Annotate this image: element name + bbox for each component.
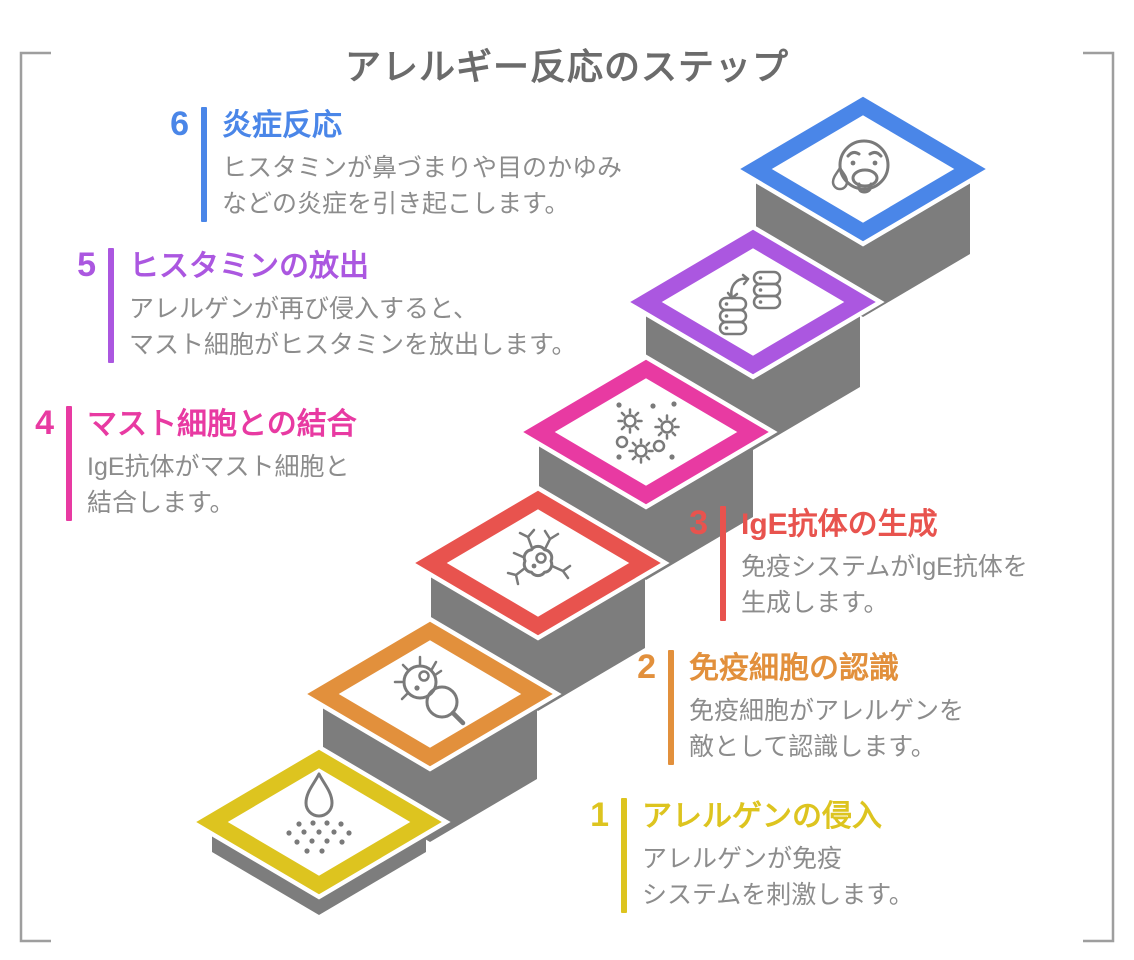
immune-cell-icon [506, 528, 572, 586]
sneezing-face-icon [831, 139, 890, 194]
step-2-accent-bar [668, 650, 674, 765]
step-6-label: 6 炎症反応 ヒスタミンが鼻づまりや目のかゆみ などの炎症を引き起こします。 [157, 105, 623, 222]
step-4-block-right-face [646, 432, 753, 580]
step-4-tile-border [523, 359, 769, 505]
step-2-block-right-face [430, 694, 537, 842]
step-6-tile-border [740, 96, 986, 242]
step-3-title: IgE抗体の生成 [741, 508, 938, 541]
step-5-accent-bar [108, 248, 114, 363]
step-4-number: 4 [35, 404, 54, 442]
step-5-tile-border [630, 229, 876, 375]
step-5-block-right-face [753, 302, 860, 450]
step-3-number: 3 [689, 504, 708, 542]
step-1-number: 1 [590, 796, 609, 834]
step-5-number: 5 [77, 246, 96, 284]
frame-bracket-left [19, 51, 51, 943]
step-1-accent-bar [621, 798, 627, 913]
step-1-label: 1 アレルゲンの侵入 アレルゲンが免疫 システムを刺激します。 [577, 796, 914, 913]
step-2-label: 2 免疫細胞の認識 免疫細胞がアレルゲンを 敵として認識します。 [624, 648, 965, 765]
step-2-number: 2 [637, 648, 656, 686]
step-3-accent-bar [720, 506, 726, 621]
step-2-tile-border [307, 621, 553, 767]
step-1-title: アレルゲンの侵入 [642, 800, 882, 833]
step-4-desc-line-1: IgE抗体がマスト細胞と [87, 452, 350, 481]
step-2-desc-line-2: 敵として認識します。 [689, 732, 936, 761]
microbe-magnifier-icon [393, 655, 466, 726]
step-4-desc-line-2: 結合します。 [87, 488, 235, 517]
step-6-number: 6 [170, 105, 189, 143]
page-title: アレルギー反応のステップ [344, 46, 789, 87]
step-6-desc-line-1: ヒスタミンが鼻づまりや目のかゆみ [222, 153, 623, 182]
step-1-desc-line-2: システムを刺激します。 [642, 880, 914, 909]
step-3-tile-border [415, 490, 661, 636]
step-3-desc-line-1: 免疫システムがIgE抗体を [741, 552, 1028, 581]
allergen-droplet-icon [286, 772, 352, 854]
step-5-title: ヒスタミンの放出 [129, 250, 369, 283]
step-3-block-right-face [538, 563, 645, 711]
staircase-step-1 [187, 744, 451, 915]
step-6-accent-bar [201, 107, 207, 222]
particles-icon [615, 401, 680, 464]
step-6-desc-line-2: などの炎症を引き起こします。 [222, 189, 570, 218]
step-4-accent-bar [66, 406, 72, 521]
step-2-desc-line-1: 免疫細胞がアレルゲンを [689, 696, 965, 725]
step-6-block-right-face [863, 169, 970, 317]
step-4-label: 4 マスト細胞との結合 IgE抗体がマスト細胞と 結合します。 [22, 404, 357, 521]
step-6-title: 炎症反応 [222, 109, 342, 142]
histamine-stacks-icon [718, 270, 782, 336]
step-5-label: 5 ヒスタミンの放出 アレルゲンが再び侵入すると、 マスト細胞がヒスタミンを放出… [64, 246, 577, 363]
staircase-step-2 [298, 616, 562, 842]
step-3-desc-line-2: 生成します。 [741, 588, 889, 617]
step-5-desc-line-1: アレルゲンが再び侵入すると、 [129, 294, 479, 323]
step-2-title: 免疫細胞の認識 [689, 652, 899, 685]
step-3-label: 3 IgE抗体の生成 免疫システムがIgE抗体を 生成します。 [676, 504, 1028, 621]
step-1-desc-line-1: アレルゲンが免疫 [642, 844, 843, 873]
step-1-tile-border [196, 749, 442, 895]
step-4-title: マスト細胞との結合 [87, 408, 357, 441]
step-5-desc-line-2: マスト細胞がヒスタミンを放出します。 [129, 330, 577, 359]
frame-bracket-right [1083, 51, 1115, 943]
staircase-step-6 [731, 91, 995, 317]
